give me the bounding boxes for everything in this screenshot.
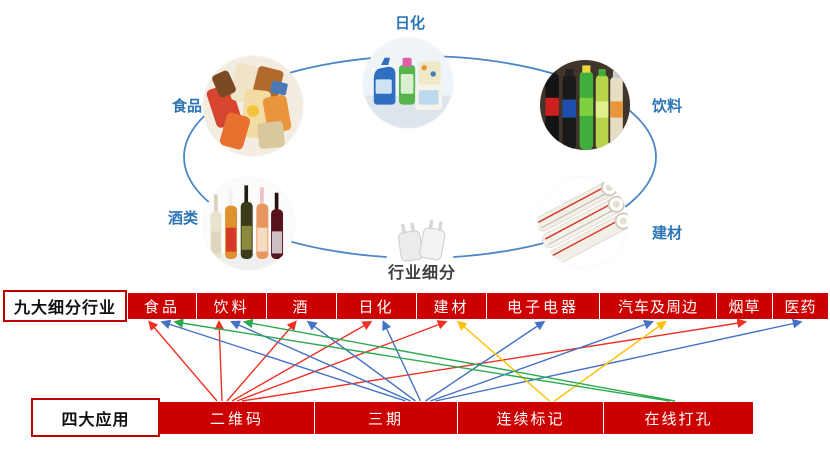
application-segment: 连续标记	[458, 402, 604, 434]
application-segment: 在线打孔	[644, 411, 713, 428]
daily-chemical-photo	[363, 38, 453, 128]
building-material-photo-art	[538, 177, 628, 267]
application-segment: 三期	[315, 402, 458, 434]
cycle-label-daily-chemical: 日化	[394, 15, 425, 32]
plug-photo-art	[384, 207, 456, 279]
food-photo	[203, 56, 303, 156]
cycle-label-alcohol: 酒类	[167, 210, 198, 227]
industry-segment: 食品	[128, 293, 197, 319]
industry-segment: 建材	[417, 293, 487, 319]
alcohol-photo-art	[203, 178, 295, 270]
cycle-label-beverage: 饮料	[652, 98, 683, 115]
industry-segment: 饮料	[197, 293, 267, 319]
plug-photo	[384, 207, 456, 279]
industry-segment: 汽车及周边	[600, 293, 717, 319]
applications-header: 四大应用	[31, 398, 160, 437]
cycle-label-building-material: 建材	[652, 225, 683, 242]
industries-bar: 食品 饮料 酒 日化 建材 电子电器 汽车及周边 烟草 医药	[128, 293, 828, 319]
alcohol-photo	[203, 178, 295, 270]
industry-segment: 电子电器	[487, 293, 600, 319]
industry-segment: 烟草	[717, 293, 773, 319]
cycle-label-food: 食品	[171, 98, 202, 115]
applications-bar: 二维码 三期 连续标记 在线打孔	[160, 402, 753, 434]
industry-segment: 日化	[337, 293, 417, 319]
beverage-photo	[540, 60, 630, 150]
industry-segment: 医药	[784, 299, 817, 316]
daily-chemical-photo-art	[363, 38, 453, 128]
industries-header: 九大细分行业	[3, 290, 127, 322]
beverage-photo-art	[540, 60, 630, 150]
building-material-photo	[538, 177, 628, 267]
industry-segment: 酒	[267, 293, 337, 319]
application-segment: 二维码	[160, 402, 315, 434]
cycle-center-label: 行业细分	[387, 265, 456, 282]
food-photo-art	[203, 56, 303, 156]
